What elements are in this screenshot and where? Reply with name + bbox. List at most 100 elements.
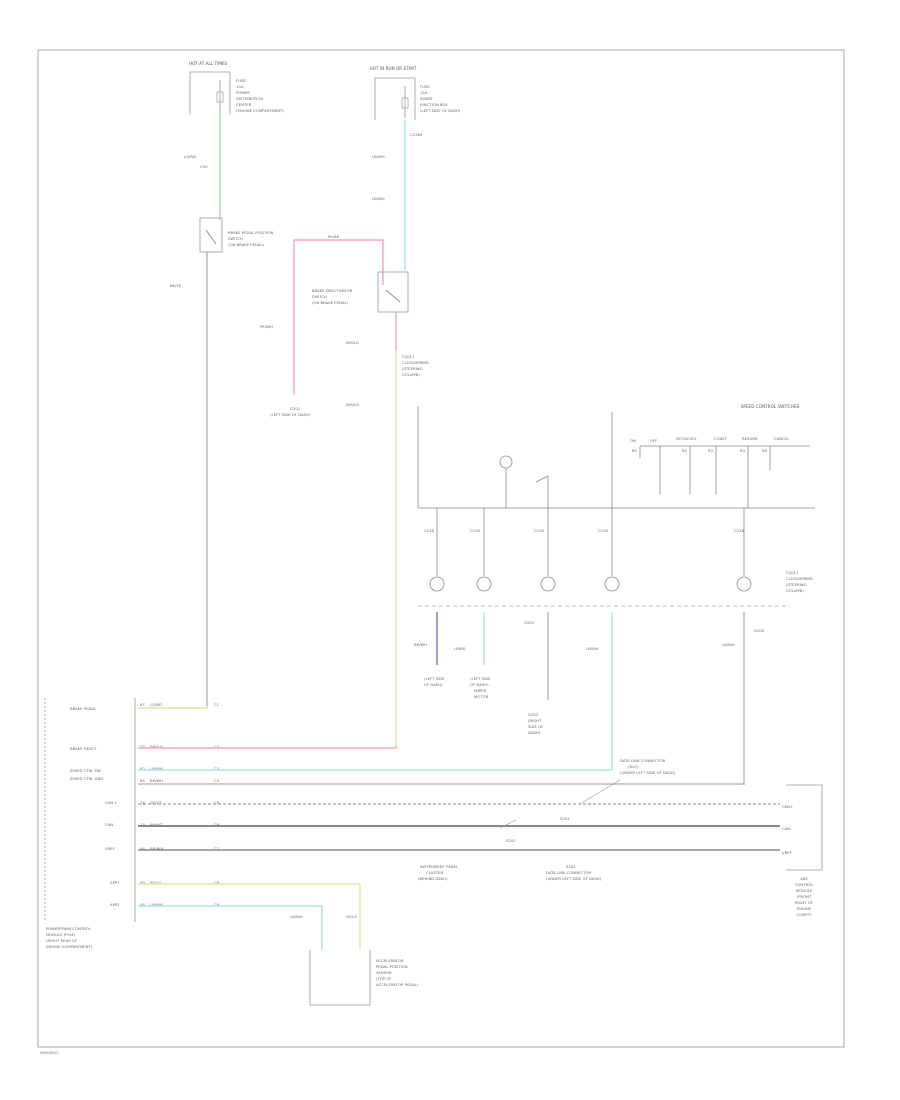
- svg-text:POWER: POWER: [236, 90, 250, 95]
- svg-text:LB/WH: LB/WH: [290, 914, 303, 919]
- svg-text:SIDE OF: SIDE OF: [528, 724, 543, 729]
- svg-text:14: 14: [140, 800, 145, 805]
- wire-right-top-conn: C2280: [410, 132, 423, 137]
- clockspring-circles: [429, 576, 752, 592]
- svg-text:46: 46: [140, 846, 145, 851]
- svg-text:CLOCKSPRING: CLOCKSPRING: [402, 360, 429, 365]
- svg-text:C2011: C2011: [402, 354, 415, 359]
- svg-text:DISTRIBUTION: DISTRIBUTION: [236, 96, 263, 101]
- svg-text:RIGHT OF: RIGHT OF: [795, 900, 813, 905]
- clockspring-side-label: C2011 CLOCKSPRING (STEERING COLUMN): [786, 570, 813, 593]
- brake-switch-right-box: [377, 271, 409, 313]
- svg-text:65: 65: [140, 778, 145, 783]
- right-module-label: ABS CONTROL MODULE (FRONT RIGHT OF ENGIN…: [795, 876, 814, 917]
- svg-text:SPEED CTRL GND: SPEED CTRL GND: [70, 776, 103, 781]
- svg-text:C218: C218: [470, 528, 480, 533]
- svg-text:CAN +: CAN +: [105, 800, 117, 805]
- svg-text:(LEFT SIDE OF DASH): (LEFT SIDE OF DASH): [270, 412, 311, 417]
- ground-pink: G201 (LEFT SIDE OF DASH): [270, 406, 311, 417]
- svg-text:(ON BRAKE PEDAL): (ON BRAKE PEDAL): [228, 242, 265, 247]
- pcm-box-label: POWERTRAIN CONTROL MODULE (PCM) (RIGHT R…: [46, 926, 93, 949]
- svg-text:COLUMN): COLUMN): [786, 588, 804, 593]
- svg-text:C5: C5: [214, 800, 220, 805]
- svg-text:C218: C218: [424, 528, 434, 533]
- svg-text:C8: C8: [214, 880, 220, 885]
- svg-text:C7: C7: [214, 846, 220, 851]
- pedal-sensor-bracket: [309, 950, 371, 1006]
- svg-text:(STEERING: (STEERING: [786, 582, 807, 587]
- svg-text:YE/LG: YE/LG: [150, 880, 161, 885]
- pedal-sensor-label: ACCELERATOR PEDAL POSITION SENSOR (TOP O…: [376, 958, 419, 987]
- pcm-pin-numbers: 87 53 83 65 14 15 46 49 48: [140, 702, 145, 907]
- diagram-frame: [37, 49, 845, 1048]
- wire-yellowgreen-pcm: [138, 706, 208, 709]
- fuse-left-desc: FUSE 10A POWER DISTRIBUTION CENTER (ENGI…: [236, 78, 284, 113]
- svg-text:ABS: ABS: [800, 876, 808, 881]
- svg-text:DATA LINK CONNECTOR: DATA LINK CONNECTOR: [620, 758, 665, 763]
- svg-text:YE/LG: YE/LG: [346, 914, 357, 919]
- svg-text:FUSE: FUSE: [420, 84, 430, 89]
- wire-pink-label-1: PK/BK: [328, 234, 340, 239]
- svg-text:15A: 15A: [420, 90, 428, 95]
- svg-text:SMART: SMART: [420, 96, 434, 101]
- ground-points: G200 G201: [524, 620, 765, 633]
- fuse-left-bracket: [189, 71, 231, 115]
- svg-text:C218: C218: [734, 528, 744, 533]
- svg-text:C6: C6: [214, 822, 220, 827]
- svg-text:FUSE: FUSE: [236, 78, 246, 83]
- sensor-wire-labels: LB/WH YE/LG: [290, 914, 357, 919]
- svg-text:GY/VT: GY/VT: [150, 800, 162, 805]
- svg-text:G200: G200: [754, 628, 765, 633]
- wire-left-top-conn: C90: [200, 164, 208, 169]
- svg-text:JUNCTION BOX: JUNCTION BOX: [419, 102, 448, 107]
- svg-text:(LEFT SIDE: (LEFT SIDE: [470, 676, 491, 681]
- splice-under-labels: S202 DATA LINK CONNECTOR (UNDER LEFT SID…: [546, 864, 602, 881]
- svg-text:49: 49: [140, 880, 145, 885]
- svg-text:BK/WH: BK/WH: [150, 778, 163, 783]
- svg-text:10A: 10A: [236, 84, 244, 89]
- wire-right-top-label-2: LB/WH: [372, 196, 385, 201]
- svg-text:BRAKE DEACTIVATOR: BRAKE DEACTIVATOR: [312, 288, 353, 293]
- svg-text:48: 48: [140, 902, 145, 907]
- switch-labels: ON OFF SET/ACCEL COAST RESUME CANCEL: [630, 436, 790, 443]
- svg-text:LB/WH: LB/WH: [586, 646, 599, 651]
- svg-text:C218: C218: [534, 528, 544, 533]
- svg-text:(DLC): (DLC): [628, 764, 639, 769]
- svg-text:RESUME: RESUME: [742, 436, 759, 441]
- brake-switch-right-label: BRAKE DEACTIVATOR SWITCH (ON BRAKE PEDAL…: [312, 288, 353, 305]
- svg-text:ACCELERATOR PEDAL): ACCELERATOR PEDAL): [376, 982, 419, 987]
- wire-right-top-label-1: LB/WH: [372, 154, 385, 159]
- svg-text:87: 87: [140, 702, 145, 707]
- splice-pointer-2: [499, 819, 517, 829]
- svg-text:OF DASH): OF DASH): [424, 682, 443, 687]
- svg-text:R3: R3: [708, 448, 714, 453]
- svg-text:R5: R5: [762, 448, 768, 453]
- svg-text:DATA LINK CONNECTOR: DATA LINK CONNECTOR: [546, 870, 591, 875]
- svg-text:BRAKE DEACT: BRAKE DEACT: [70, 746, 97, 751]
- svg-text:APP1: APP1: [110, 880, 120, 885]
- svg-text:ENGINE COMPARTMENT): ENGINE COMPARTMENT): [46, 944, 93, 949]
- grounds-under: (LEFT SIDE OF DASH) (LEFT SIDE OF DASH): [424, 676, 491, 687]
- switch-group-label: SPEED CONTROL SWITCHES: [741, 404, 800, 409]
- footer-code: W000001: [40, 1050, 59, 1055]
- svg-text:LG/RD: LG/RD: [150, 702, 162, 707]
- svg-text:CLUSTER: CLUSTER: [426, 870, 443, 875]
- svg-text:OFF: OFF: [650, 438, 657, 443]
- fuse-right-header: HOT IN RUN OR START: [370, 66, 417, 71]
- svg-text:G203: G203: [528, 712, 539, 717]
- fuse-right-desc: FUSE 15A SMART JUNCTION BOX (LEFT SIDE O…: [419, 84, 461, 113]
- svg-text:LB/WH: LB/WH: [150, 902, 163, 907]
- svg-text:C2011: C2011: [786, 570, 799, 575]
- wire-yellow-sensor: [138, 883, 361, 950]
- svg-text:CAN+: CAN+: [782, 804, 793, 809]
- svg-text:C4: C4: [214, 778, 220, 783]
- data-bus-note-2: INSTRUMENT PANEL CLUSTER (BEHIND DASH): [418, 864, 459, 881]
- wire-vert-right-label-2: WH/LG: [346, 402, 359, 407]
- svg-text:S202: S202: [566, 864, 576, 869]
- svg-text:LB/WH: LB/WH: [722, 642, 735, 647]
- svg-text:(BEHIND DASH): (BEHIND DASH): [418, 876, 448, 881]
- svg-text:R2: R2: [682, 448, 688, 453]
- svg-text:SWITCH: SWITCH: [312, 294, 327, 299]
- res-code-labels: R1 R2 R3 R4 R5: [632, 448, 768, 453]
